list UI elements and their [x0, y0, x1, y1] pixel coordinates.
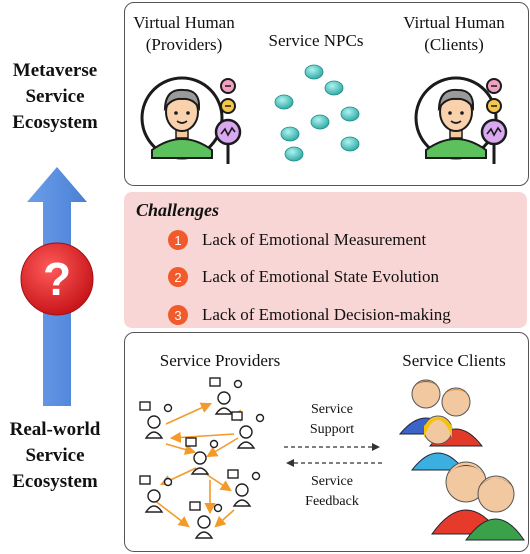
- service-feedback-label: Service Feedback: [305, 474, 359, 509]
- service-npcs-label: Service NPCs: [268, 31, 364, 50]
- virtual-human-client-avatar: [414, 76, 508, 164]
- service-npcs-cluster: [274, 64, 360, 162]
- realworld-ecosystem-label: Real-world Service Ecosystem: [9, 419, 101, 492]
- challenge-item: 1 Lack of Emotional Measurement: [168, 228, 426, 252]
- challenges-panel: Challenges 1 Lack of Emotional Measureme…: [124, 192, 527, 328]
- challenge-text: Lack of Emotional State Evolution: [202, 267, 440, 286]
- challenge-number-badge: 1: [168, 230, 188, 250]
- service-support-label: Service Support: [309, 402, 355, 437]
- challenge-number-badge: 2: [168, 267, 188, 287]
- svg-text:?: ?: [43, 253, 71, 305]
- challenges-title: Challenges: [136, 200, 220, 220]
- challenge-item: 2 Lack of Emotional State Evolution: [168, 265, 439, 289]
- provider-network-diagram: [139, 377, 265, 539]
- metaverse-ecosystem-label: Metaverse Service Ecosystem: [12, 60, 98, 133]
- challenge-text: Lack of Emotional Decision-making: [202, 305, 451, 324]
- service-support-arrow: [284, 443, 380, 451]
- challenge-text: Lack of Emotional Measurement: [202, 230, 427, 249]
- service-providers-label: Service Providers: [159, 351, 281, 370]
- question-mark-icon: ?: [20, 242, 94, 316]
- service-clients-people-icon: [398, 379, 525, 541]
- challenge-number-badge: 3: [168, 305, 188, 325]
- challenge-item: 3 Lack of Emotional Decision-making: [168, 303, 451, 327]
- virtual-human-clients-label: Virtual Human (Clients): [403, 13, 505, 54]
- service-clients-label: Service Clients: [402, 351, 506, 370]
- virtual-human-providers-label: Virtual Human (Providers): [133, 13, 235, 54]
- virtual-human-provider-avatar: [140, 76, 242, 164]
- service-feedback-arrow: [286, 459, 382, 467]
